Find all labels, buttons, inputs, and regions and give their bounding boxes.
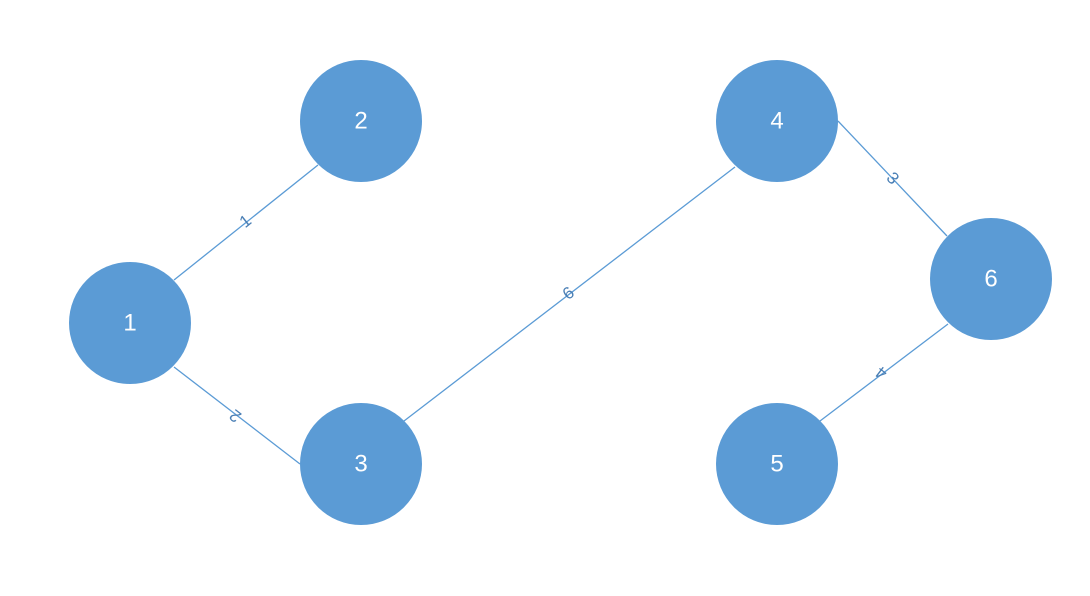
node-2[interactable]: 2	[300, 60, 422, 182]
node-6[interactable]: 6	[930, 218, 1052, 340]
edge-4-6	[837, 120, 948, 237]
node-circle	[300, 60, 422, 182]
edge-6-5	[819, 323, 949, 422]
edge-labels: 1 2 6 3 4	[226, 168, 903, 426]
node-label: 4	[770, 107, 783, 134]
node-circle	[930, 218, 1052, 340]
node-label: 5	[770, 450, 783, 477]
node-label: 3	[354, 450, 367, 477]
node-circle	[300, 403, 422, 525]
node-circle	[69, 262, 191, 384]
node-label: 2	[354, 107, 367, 134]
node-label: 6	[984, 265, 997, 292]
node-4[interactable]: 4	[716, 60, 838, 182]
edge-label-6-5: 4	[872, 362, 891, 383]
edge-1-3	[173, 366, 301, 465]
node-3[interactable]: 3	[300, 403, 422, 525]
node-1[interactable]: 1	[69, 262, 191, 384]
node-circle	[716, 60, 838, 182]
nodes: 1 2 3 4 5 6	[69, 60, 1052, 525]
node-label: 1	[123, 309, 136, 336]
edge-3-4	[403, 166, 736, 422]
node-5[interactable]: 5	[716, 403, 838, 525]
edge-1-2	[173, 164, 319, 281]
edges	[173, 120, 949, 465]
node-circle	[716, 403, 838, 525]
